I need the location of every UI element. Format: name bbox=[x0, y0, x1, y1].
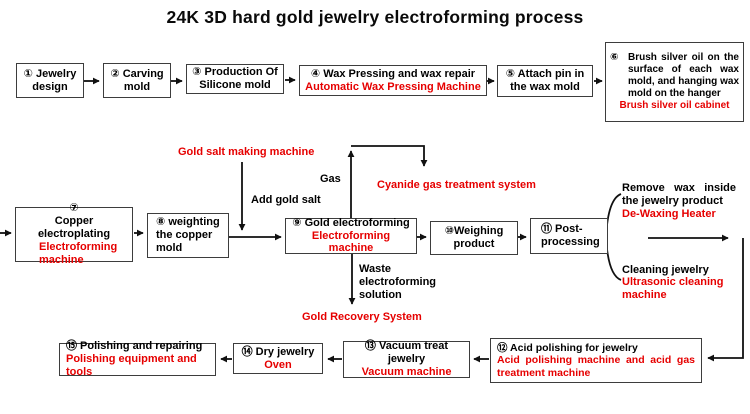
step-2-carving-mold: ② Carving mold bbox=[103, 63, 171, 98]
step-7-machine-label: Electroforming machine bbox=[39, 240, 118, 266]
step-5-attach-pin: ⑤ Attach pin in the wax mold bbox=[497, 65, 593, 97]
step-1-jewelry-design: ① Jewelry design bbox=[16, 63, 84, 98]
step-6-machine-label: Brush silver oil cabinet bbox=[619, 100, 730, 111]
step-2-label: ② Carving mold bbox=[110, 67, 164, 93]
step-4-wax-pressing: ④ Wax Pressing and wax repair Automatic … bbox=[299, 65, 487, 96]
label-cleaning-jewelry: Cleaning jewelry bbox=[622, 264, 709, 276]
step-15-label: ⑮ Polishing and repairing bbox=[66, 340, 203, 353]
page-title: 24K 3D hard gold jewelry electroforming … bbox=[166, 7, 584, 27]
label-gold-recovery-system: Gold Recovery System bbox=[302, 311, 422, 323]
step-15-polishing-repairing: ⑮ Polishing and repairing Polishing equi… bbox=[59, 340, 216, 378]
label-waste-electroforming-solution: Waste electroforming solution bbox=[359, 263, 437, 301]
step-13-label: ⑬ Vacuum treat jewelry bbox=[364, 340, 449, 366]
step-6-label: Brush silver oil on the surface of each … bbox=[628, 52, 739, 99]
step-3-label: ③ Production Of Silicone mold bbox=[192, 66, 278, 91]
step-6-brush-silver-oil: ⑥ Brush silver oil on the surface of eac… bbox=[605, 42, 744, 122]
step-13-vacuum-treat: ⑬ Vacuum treat jewelry Vacuum machine bbox=[343, 340, 470, 378]
step-7-label: ⑦ Copper electroplating bbox=[37, 202, 111, 241]
step-14-label: ⑭ Dry jewelry bbox=[241, 345, 315, 358]
step-15-machine-label: Polishing equipment and tools bbox=[66, 353, 197, 378]
step-5-label: ⑤ Attach pin in the wax mold bbox=[505, 68, 585, 93]
label-gas: Gas bbox=[320, 173, 341, 185]
label-cyanide-gas-treatment-system: Cyanide gas treatment system bbox=[377, 179, 536, 191]
step-11-post-processing: ⑪ Post- processing bbox=[530, 218, 608, 254]
step-9-machine-label: Electroforming machine bbox=[311, 229, 391, 255]
arrow-gas-to-cyanide-system bbox=[351, 145, 428, 167]
step-11-label: ⑪ Post- processing bbox=[541, 223, 600, 248]
step-4-machine-label: Automatic Wax Pressing Machine bbox=[305, 80, 481, 93]
label-add-gold-salt: Add gold salt bbox=[251, 194, 321, 206]
step-8-label: ⑧ weighting the copper mold bbox=[156, 216, 220, 254]
step-6-number: ⑥ bbox=[610, 52, 619, 63]
step-13-machine-label: Vacuum machine bbox=[361, 365, 452, 378]
step-7-copper-electroplating: ⑦ Copper electroplating Electroforming m… bbox=[15, 202, 133, 266]
step-8-weighting-copper-mold: ⑧ weighting the copper mold bbox=[147, 213, 229, 258]
label-gold-salt-making-machine: Gold salt making machine bbox=[178, 146, 315, 158]
branch-brace bbox=[605, 193, 622, 281]
step-9-label: ⑨ Gold electroforming bbox=[292, 216, 410, 229]
step-14-dry-jewelry: ⑭ Dry jewelry Oven bbox=[233, 343, 323, 374]
label-de-waxing-heater: De-Waxing Heater bbox=[622, 208, 716, 220]
step-10-weighing-product: ⑩Weighing product bbox=[430, 221, 518, 255]
label-remove-wax: Remove wax inside the jewelry product bbox=[622, 182, 736, 207]
step-12-machine-label: Acid polishing machine and acid gas trea… bbox=[497, 354, 695, 379]
label-ultrasonic-cleaning-machine: Ultrasonic cleaning machine bbox=[622, 276, 724, 301]
step-10-label: ⑩Weighing product bbox=[444, 225, 504, 250]
step-14-machine-label: Oven bbox=[264, 358, 292, 371]
step-1-label: ① Jewelry design bbox=[23, 67, 77, 93]
step-12-label: ⑫ Acid polishing for jewelry bbox=[497, 341, 638, 354]
step-4-label: ④ Wax Pressing and wax repair bbox=[310, 67, 476, 80]
step-9-gold-electroforming: ⑨ Gold electroforming Electroforming mac… bbox=[285, 216, 417, 255]
step-12-acid-polishing: ⑫ Acid polishing for jewelry Acid polish… bbox=[490, 338, 702, 383]
step-3-silicone-mold: ③ Production Of Silicone mold bbox=[186, 64, 284, 94]
